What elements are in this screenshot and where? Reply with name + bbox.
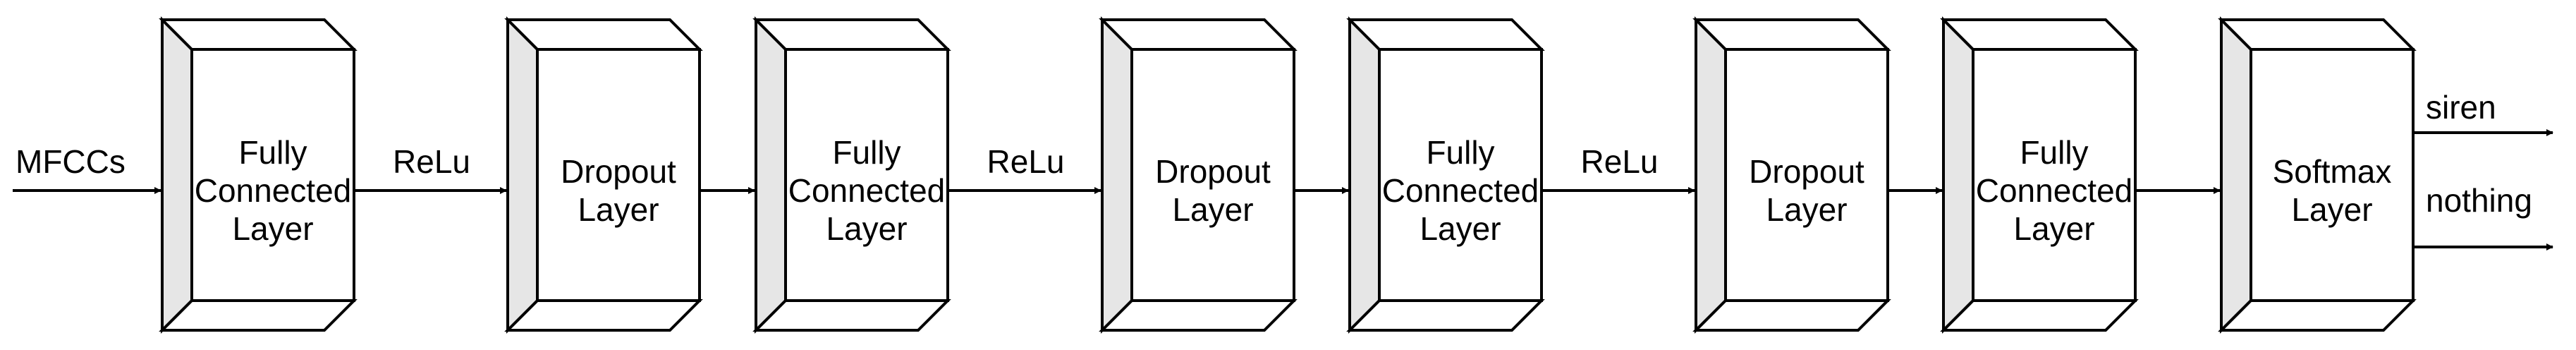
block-bottom-face bbox=[159, 299, 358, 332]
edge-labels: MFCCs ReLu ReLu ReLu siren nothing bbox=[16, 89, 2532, 219]
layer-label-line: Layer bbox=[2013, 210, 2094, 247]
layer-label-line: Layer bbox=[2291, 191, 2372, 228]
layer-label-line: Dropout bbox=[1749, 153, 1864, 190]
input-label: MFCCs bbox=[16, 143, 126, 180]
layer-label-line: Layer bbox=[1172, 191, 1253, 228]
block-top-face bbox=[1692, 18, 1891, 51]
block-top-face bbox=[1940, 18, 2139, 51]
block-side-face bbox=[1348, 16, 1381, 334]
layer-label-line: Layer bbox=[578, 191, 659, 228]
block-bottom-face bbox=[1940, 299, 2139, 332]
layer-label-line: Fully bbox=[832, 134, 901, 171]
layer-label-line: Fully bbox=[238, 134, 307, 171]
layer-label-line: Connected bbox=[1382, 172, 1539, 209]
activation-label: ReLu bbox=[987, 143, 1065, 180]
block-front-face bbox=[1724, 48, 1889, 302]
block-front-face bbox=[1972, 48, 2137, 302]
block-bottom-face bbox=[504, 299, 703, 332]
layer-label-line: Layer bbox=[1766, 191, 1847, 228]
arrows bbox=[13, 129, 2553, 251]
block-side-face bbox=[2220, 16, 2252, 334]
block-front-face bbox=[1378, 48, 1543, 302]
layer-label-line: Softmax bbox=[2273, 153, 2392, 190]
block-bottom-face bbox=[1692, 299, 1891, 332]
block-bottom-face bbox=[2218, 299, 2417, 332]
layer-label-line: Fully bbox=[1426, 134, 1494, 171]
block-side-face bbox=[1695, 16, 1727, 334]
layer-label-line: Fully bbox=[2020, 134, 2088, 171]
block-bottom-face bbox=[752, 299, 951, 332]
layer-label-line: Connected bbox=[1976, 172, 2133, 209]
layer-label-line: Connected bbox=[788, 172, 946, 209]
block-top-face bbox=[1099, 18, 1298, 51]
activation-label: ReLu bbox=[1581, 143, 1659, 180]
output-label-nothing: nothing bbox=[2426, 182, 2532, 219]
block-top-face bbox=[752, 18, 951, 51]
layer-label-line: Layer bbox=[232, 210, 313, 247]
block-top-face bbox=[1346, 18, 1545, 51]
block-bottom-face bbox=[1346, 299, 1545, 332]
layer-blocks: FullyConnectedLayerDropoutLayerFullyConn… bbox=[159, 16, 2417, 334]
block-front-face bbox=[1130, 48, 1295, 302]
block-front-face bbox=[2250, 48, 2415, 302]
layer-label-line: Connected bbox=[195, 172, 352, 209]
layer-label-line: Layer bbox=[826, 210, 907, 247]
block-front-face bbox=[190, 48, 355, 302]
layer-label-line: Dropout bbox=[1155, 153, 1271, 190]
layer-label-line: Layer bbox=[1420, 210, 1501, 247]
block-bottom-face bbox=[1099, 299, 1298, 332]
block-side-face bbox=[755, 16, 787, 334]
activation-label: ReLu bbox=[393, 143, 470, 180]
block-side-face bbox=[161, 16, 193, 334]
output-label-siren: siren bbox=[2426, 89, 2496, 126]
block-top-face bbox=[159, 18, 358, 51]
block-top-face bbox=[504, 18, 703, 51]
layer-label-line: Dropout bbox=[561, 153, 676, 190]
block-top-face bbox=[2218, 18, 2417, 51]
block-side-face bbox=[1101, 16, 1133, 334]
block-side-face bbox=[506, 16, 539, 334]
block-side-face bbox=[1942, 16, 1974, 334]
block-front-face bbox=[536, 48, 701, 302]
block-front-face bbox=[784, 48, 949, 302]
